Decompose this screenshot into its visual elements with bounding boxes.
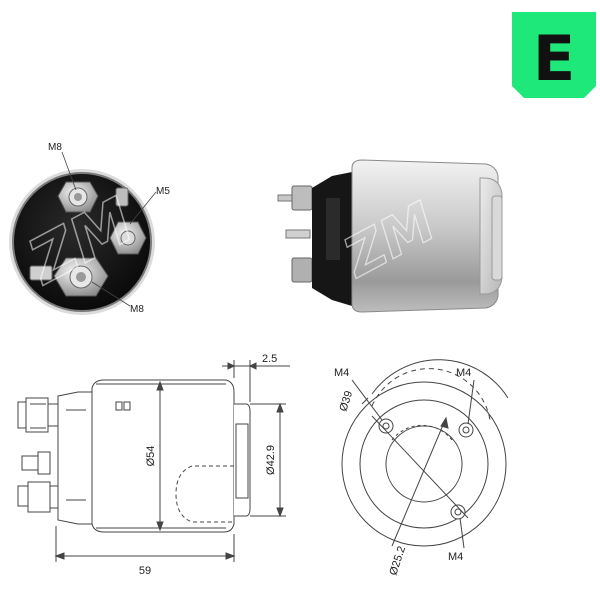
dim-nose-diameter: Ø42.9 bbox=[265, 445, 277, 475]
front-view-photo: ZM bbox=[9, 169, 155, 315]
brand-logo-letter: E bbox=[533, 22, 575, 95]
side-drawing-labels: 2.5 Ø54 Ø42.9 59 bbox=[139, 353, 277, 577]
side-drawing bbox=[17, 360, 290, 562]
terminal-stud-right bbox=[109, 187, 147, 255]
label-bolt-bottom: M4 bbox=[448, 551, 463, 563]
side-view-photo: ZM bbox=[277, 159, 503, 313]
label-bolt-top-left: M4 bbox=[334, 367, 349, 379]
brand-logo: E bbox=[512, 12, 596, 98]
label-terminal-right: M5 bbox=[156, 186, 170, 197]
dim-offset: 2.5 bbox=[262, 353, 277, 365]
label-bolt-circle: Ø39 bbox=[337, 389, 355, 412]
label-bolt-top-right: M4 bbox=[456, 367, 471, 379]
dim-body-diameter: Ø54 bbox=[145, 446, 157, 467]
rear-drawing bbox=[341, 359, 509, 549]
dim-length: 59 bbox=[139, 565, 151, 577]
terminal-stud-top bbox=[57, 181, 99, 213]
terminal-stud-bottom bbox=[29, 257, 109, 297]
label-terminal-bottom: M8 bbox=[130, 304, 144, 315]
front-view-labels: M8 M5 M8 bbox=[48, 142, 170, 315]
label-terminal-top: M8 bbox=[48, 142, 62, 153]
label-center-hole: Ø25.2 bbox=[387, 545, 408, 577]
